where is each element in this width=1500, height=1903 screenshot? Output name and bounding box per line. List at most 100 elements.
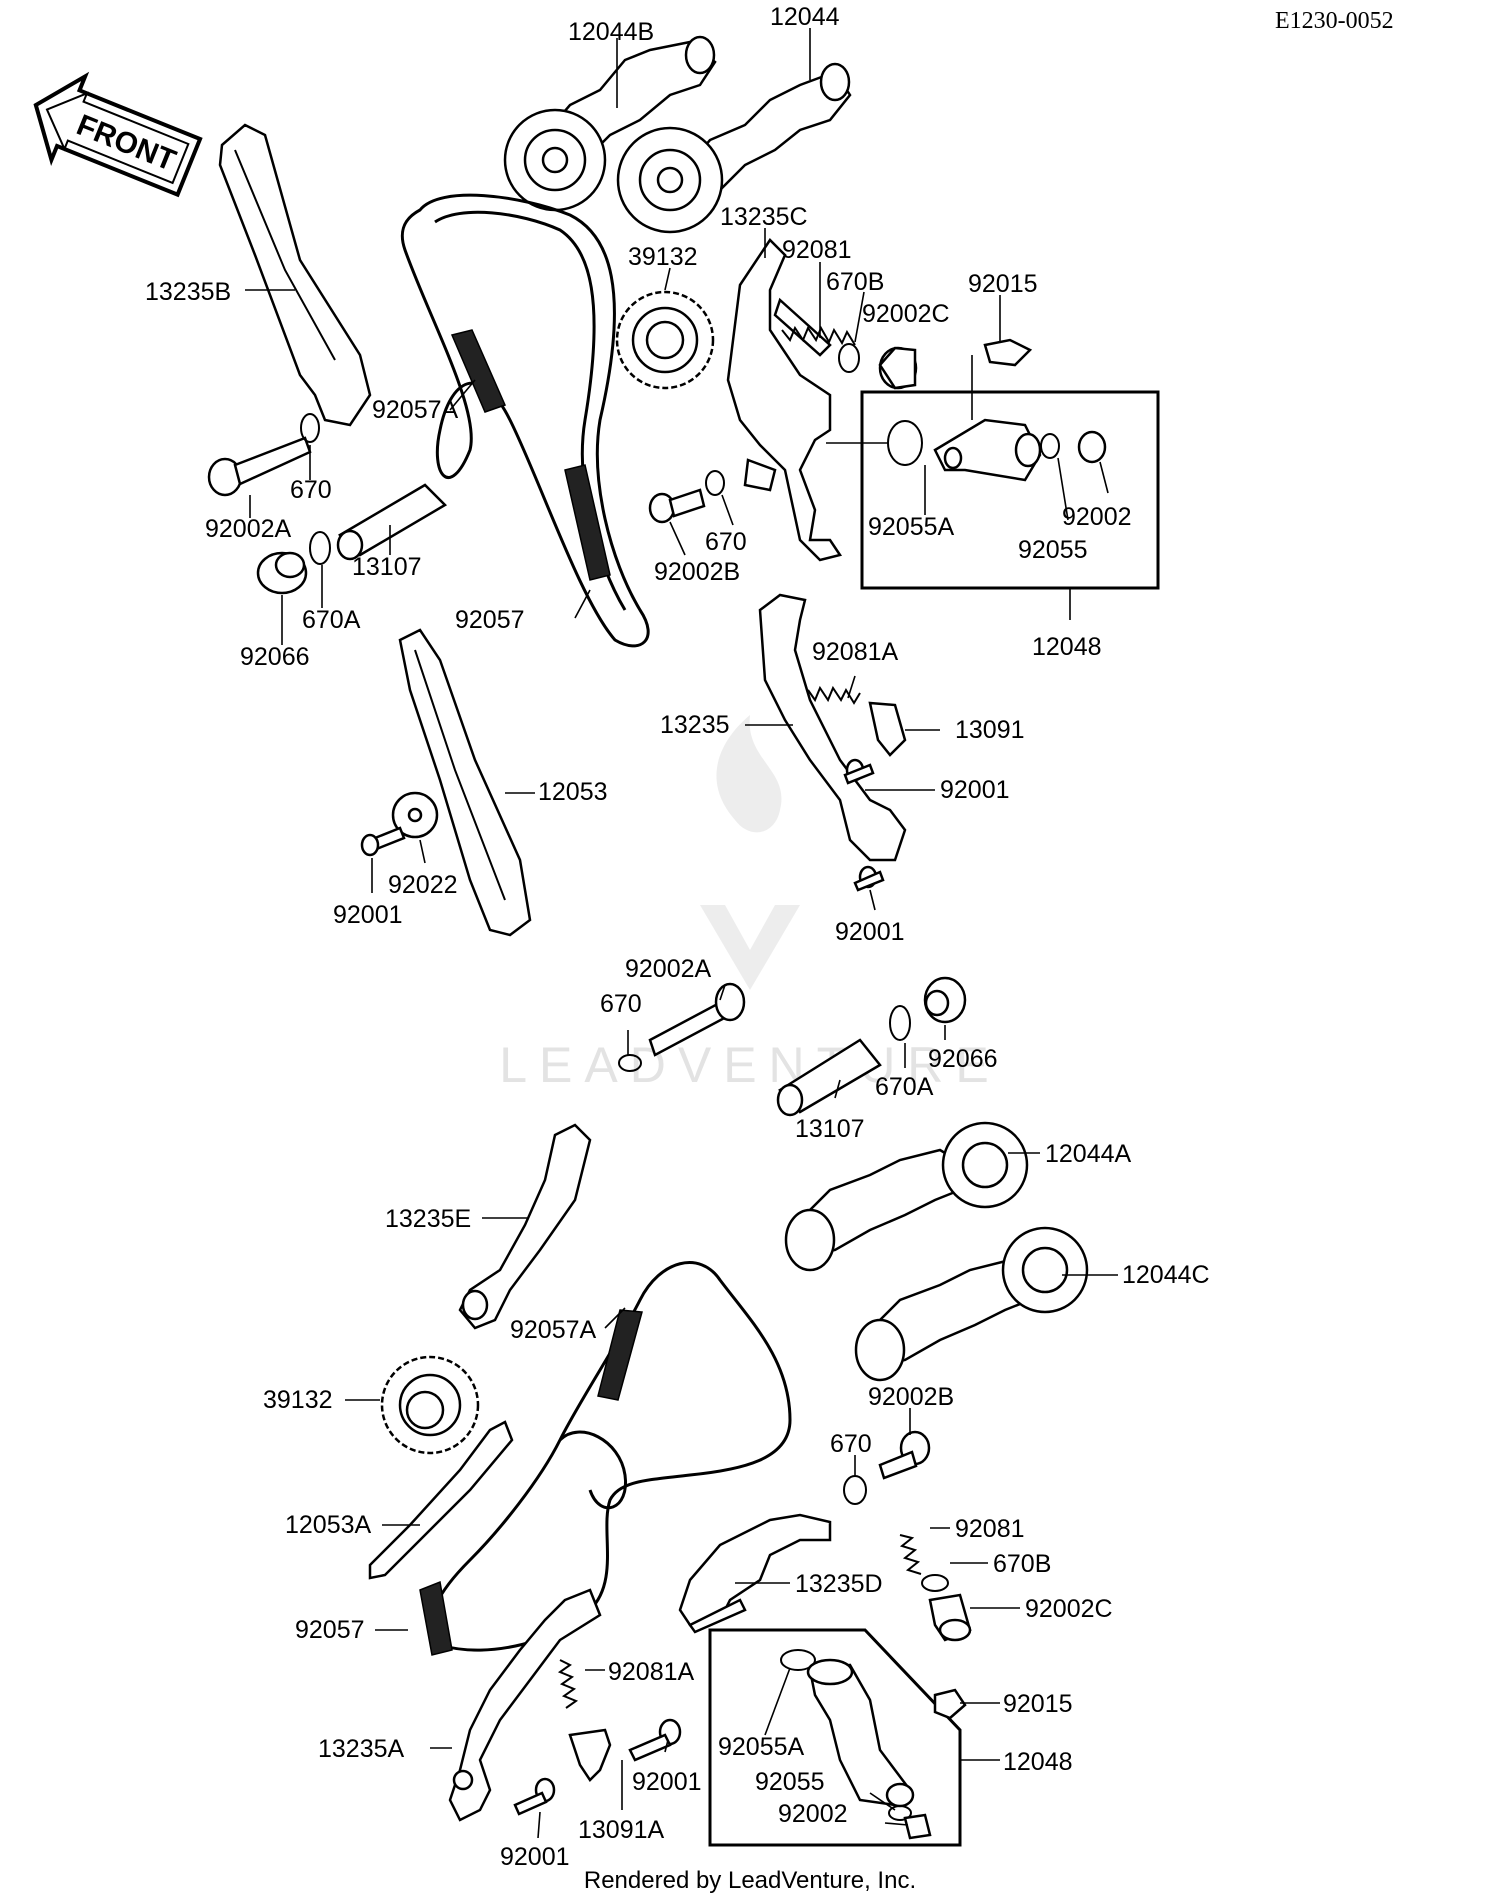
label-670a-bottom: 670A [875,1073,934,1101]
bracket-13091 [868,701,907,757]
label-12044: 12044 [770,3,840,31]
doc-code: E1230-0052 [1275,8,1394,34]
o-ring-670a-bottom [889,1005,911,1041]
o-ring-92055a-top [887,420,923,466]
label-670-mid: 670 [705,528,747,556]
label-92057-top: 92057 [455,606,525,634]
label-92002-bottom: 92002 [778,1800,848,1828]
label-13235e: 13235E [385,1205,471,1233]
label-92057-bottom: 92057 [295,1616,365,1644]
front-arrow-icon: FRONT [33,71,203,198]
label-92022: 92022 [388,871,458,899]
bolt-92002b-top [648,488,706,524]
label-12048-bottom: 12048 [1003,1748,1073,1776]
sprocket-39132-bottom [380,1355,480,1455]
plug-92002-top [1077,430,1107,464]
tensioner-box-12048-bottom [708,1628,962,1847]
spring-92081-bottom [899,1534,922,1575]
label-92055-bottom: 92055 [755,1768,825,1796]
label-92055a-top: 92055A [868,513,955,541]
tensioner-12048-top [933,418,1042,482]
shaft-13107-bottom [776,1038,882,1117]
label-39132-bottom: 39132 [263,1386,333,1414]
tensioner-lever-13235c [726,238,843,562]
label-92001-mid: 92001 [940,776,1010,804]
label-92055-top: 92055 [1018,536,1088,564]
label-92066-top: 92066 [240,643,310,671]
plug-92002c-top [878,346,918,390]
o-ring-670a-top [309,531,331,565]
part-labels: 12044B 12044 13235C 92081 670B 92002C 92… [145,3,1210,1871]
label-13107-top: 13107 [352,553,422,581]
label-92002b-top: 92002B [654,558,740,586]
chain-guide-13235e [458,1123,592,1330]
label-92002-top: 92002 [1062,503,1132,531]
label-13091a: 13091A [578,1816,665,1844]
label-13235: 13235 [660,711,730,739]
o-ring-670-top [300,413,320,443]
plug-92002c-bottom [928,1593,972,1642]
bolt-92001-low [853,865,885,892]
label-670-top: 670 [290,476,332,504]
tensioner-box-12048-top [860,390,1160,590]
cam-chain-bottom [430,1261,792,1652]
bolt-92001-mid [843,758,875,785]
leader-lines [245,28,1118,1839]
sprocket-39132-top [615,290,715,390]
label-92081a-top: 92081A [812,638,899,666]
label-13091: 13091 [955,716,1025,744]
guide-lever-13235 [758,593,907,862]
label-13235b: 13235B [145,278,231,306]
o-ring-92055-top [1040,433,1060,459]
label-670-bottom-top: 670 [600,990,642,1018]
label-92001-low: 92001 [835,918,905,946]
label-92001-bottom-right: 92001 [632,1768,702,1796]
label-12053a: 12053A [285,1511,372,1539]
label-12044b: 12044B [568,18,654,46]
watermark-text: LEADVENTURE [499,1037,1001,1093]
watermark-logo [700,715,800,990]
pin-92002a-top [207,436,312,497]
plug-92002-bottom [903,1813,932,1840]
label-92001-left: 92001 [333,901,403,929]
label-670a-top: 670A [302,606,361,634]
bolt-92002b-bottom [878,1430,931,1480]
label-12044a: 12044A [1045,1140,1132,1168]
label-13235c: 13235C [720,203,808,231]
plug-92066-top [256,551,308,595]
camshaft-12044a [784,1121,1029,1272]
label-13107-bottom: 13107 [795,1115,865,1143]
camshaft-12044 [616,62,852,234]
plug-92066-bottom [923,976,967,1024]
label-92001-bottom-left: 92001 [500,1843,570,1871]
footer-credit: Rendered by LeadVenture, Inc. [584,1867,916,1894]
label-92002a-top: 92002A [205,515,292,543]
label-92002a-bottom: 92002A [625,955,712,983]
label-92002b-bottom: 92002B [868,1383,954,1411]
cam-chain-top [400,193,650,648]
label-12044c: 12044C [1122,1261,1210,1289]
bolt-92001-left-top [360,826,406,857]
o-ring-92055-bottom [888,1805,912,1821]
spring-92081-top [781,325,856,346]
spring-92081a-bottom [557,1659,579,1709]
label-92057a-bottom: 92057A [510,1316,597,1344]
washer-92022 [391,791,439,839]
bolt-92015-bottom [933,1688,967,1720]
spring-92081a-top [807,685,861,705]
bolt-92001-bottom-right [628,1718,682,1762]
label-12048-top: 12048 [1032,633,1102,661]
o-ring-670b-bottom [921,1574,949,1592]
label-670-bottom: 670 [830,1430,872,1458]
chain-guide-12053a [368,1420,514,1580]
chain-guide-12053 [398,628,532,937]
o-ring-670-mid [705,470,725,496]
o-ring-670-bottom [843,1475,867,1505]
label-92081-bottom: 92081 [955,1515,1025,1543]
o-ring-670-bottom-top [618,1054,642,1072]
label-92015-bottom: 92015 [1003,1690,1073,1718]
label-92057a-top: 92057A [372,396,459,424]
o-ring-670b-top [838,343,860,373]
